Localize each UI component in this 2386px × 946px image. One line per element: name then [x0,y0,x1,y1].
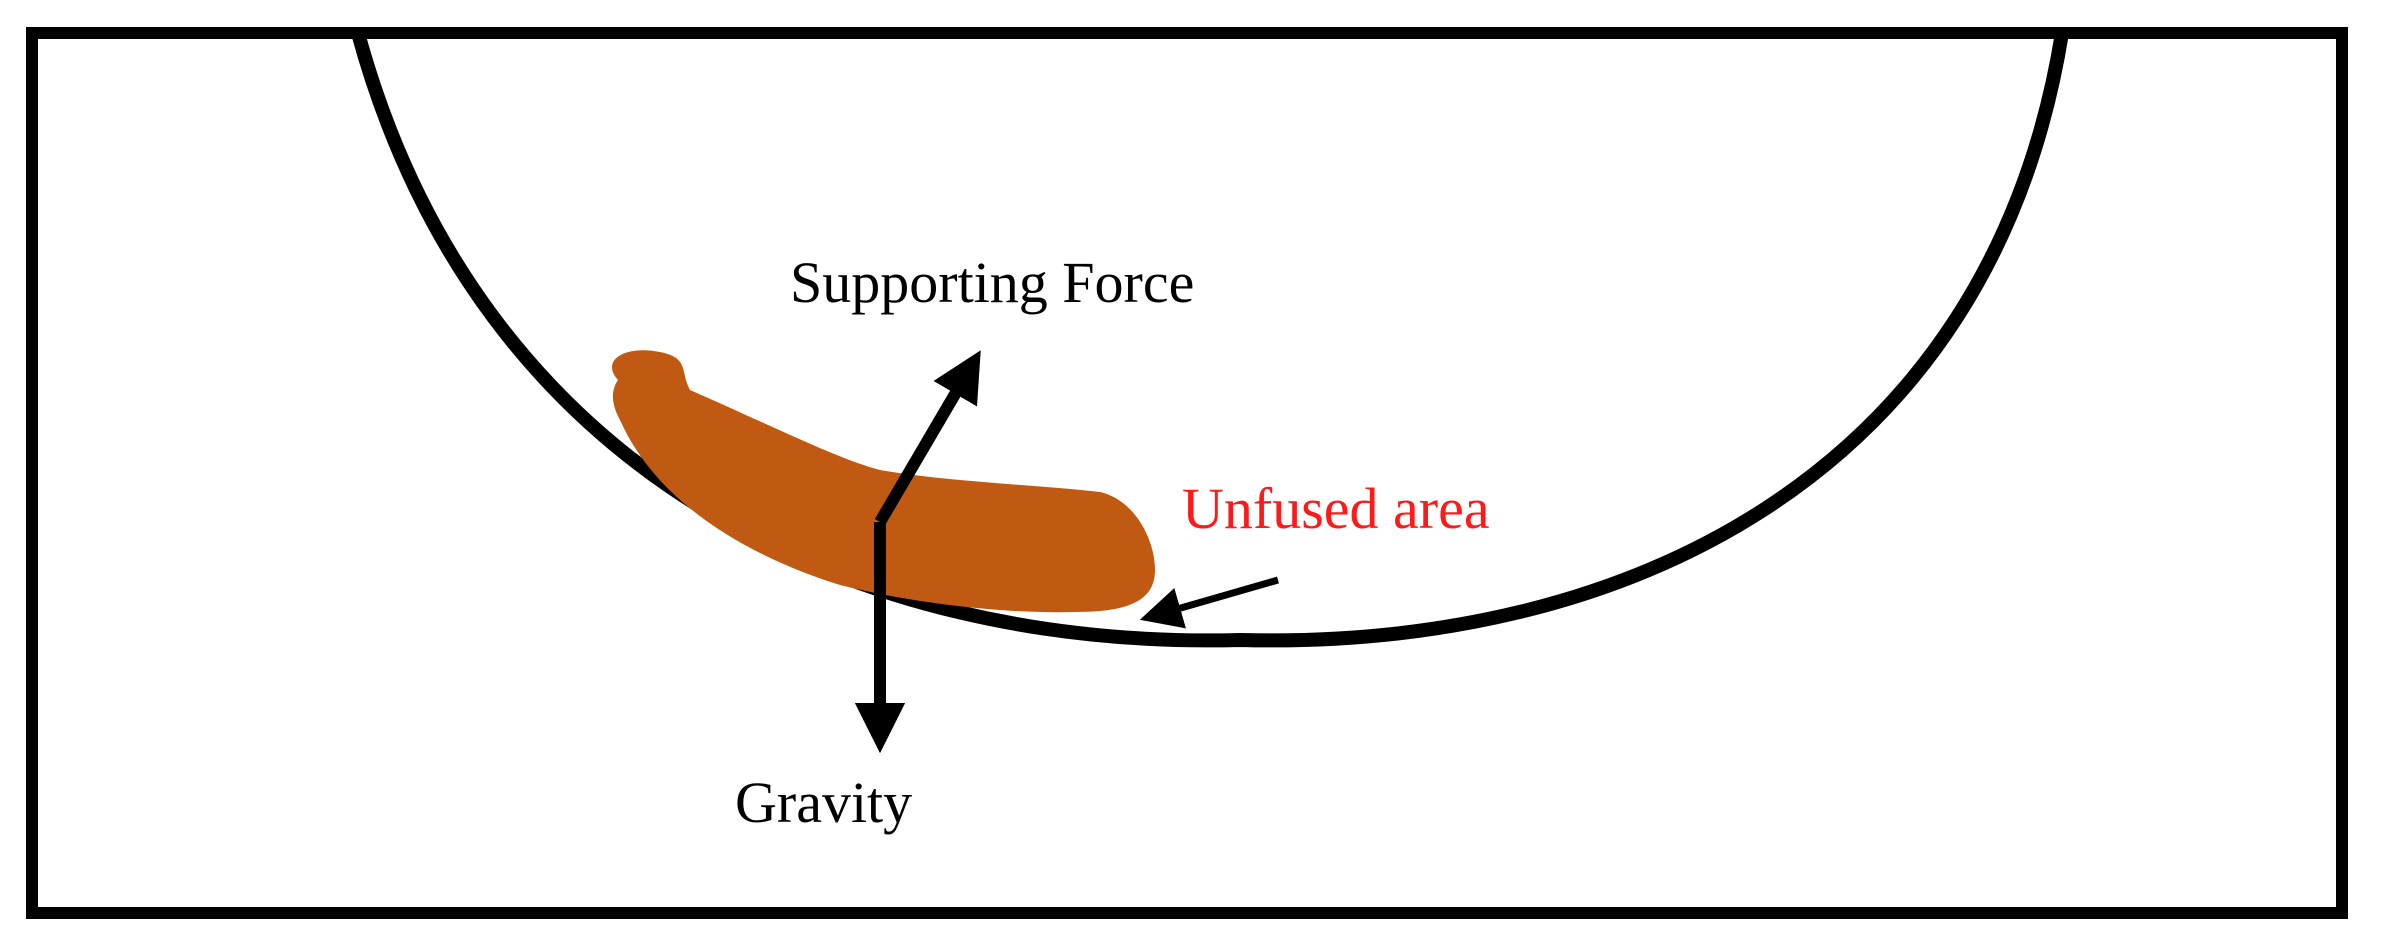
outer-frame [26,27,2348,919]
gravity-label: Gravity [735,770,912,835]
supporting-force-arrow [874,350,981,526]
unfused-area-label: Unfused area [1182,476,1490,541]
unfused-pointer-arrow [1139,576,1279,629]
particle-blob [612,350,1155,613]
bowl-arc [351,31,2069,648]
supporting-force-label: Supporting Force [790,250,1194,315]
